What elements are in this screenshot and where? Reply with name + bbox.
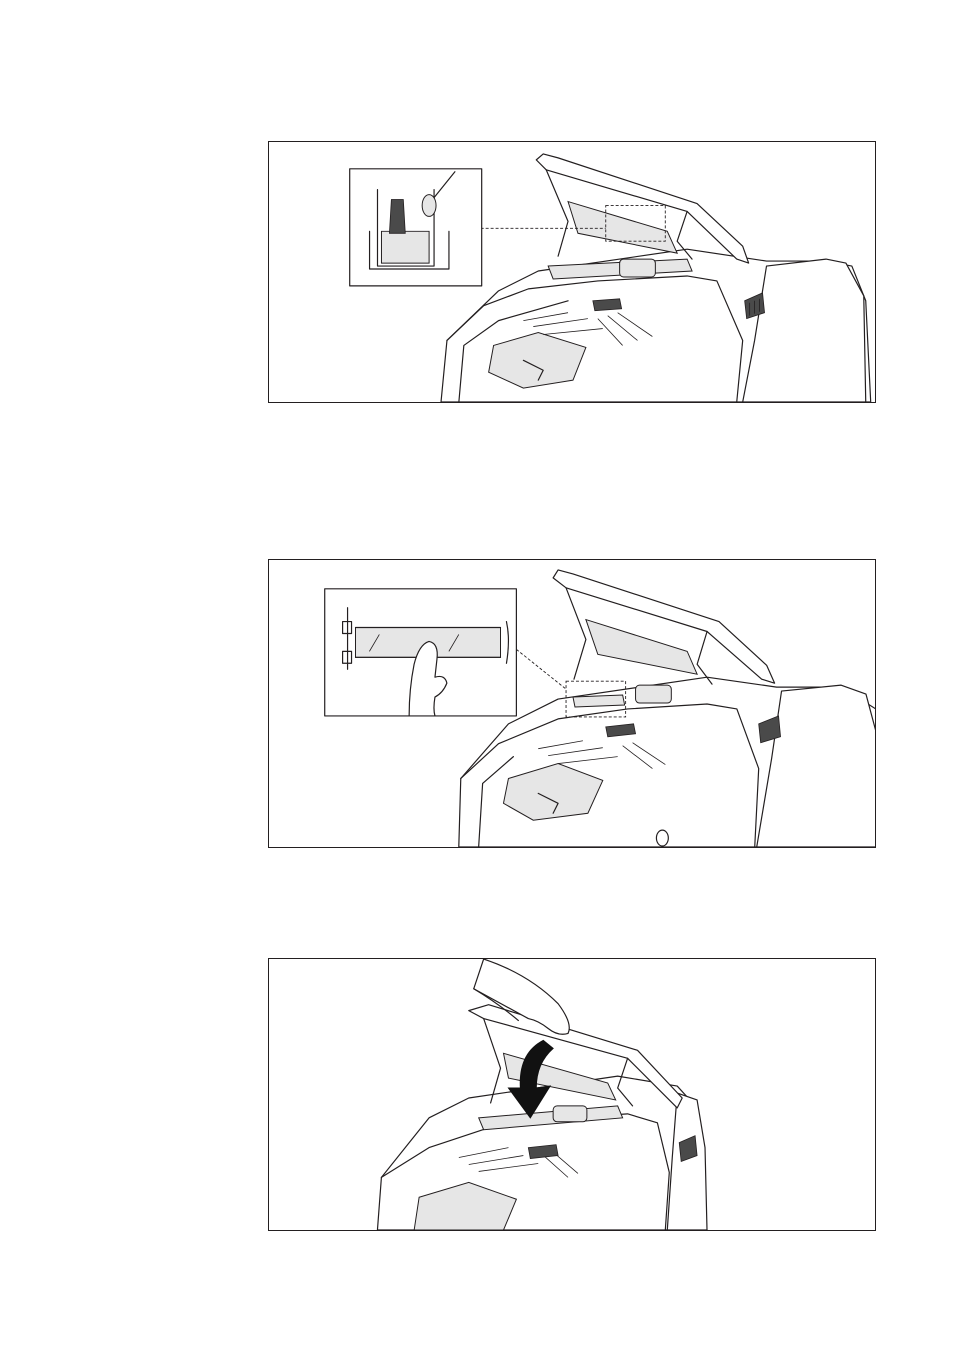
printer-illustration-glass bbox=[269, 560, 875, 847]
printer-illustration-close bbox=[269, 959, 875, 1230]
printer-illustration-open-cover bbox=[269, 142, 875, 402]
figure-clean-rollers bbox=[268, 141, 876, 403]
figure-close-cover bbox=[268, 958, 876, 1231]
figure-wipe-scanner-glass bbox=[268, 559, 876, 848]
